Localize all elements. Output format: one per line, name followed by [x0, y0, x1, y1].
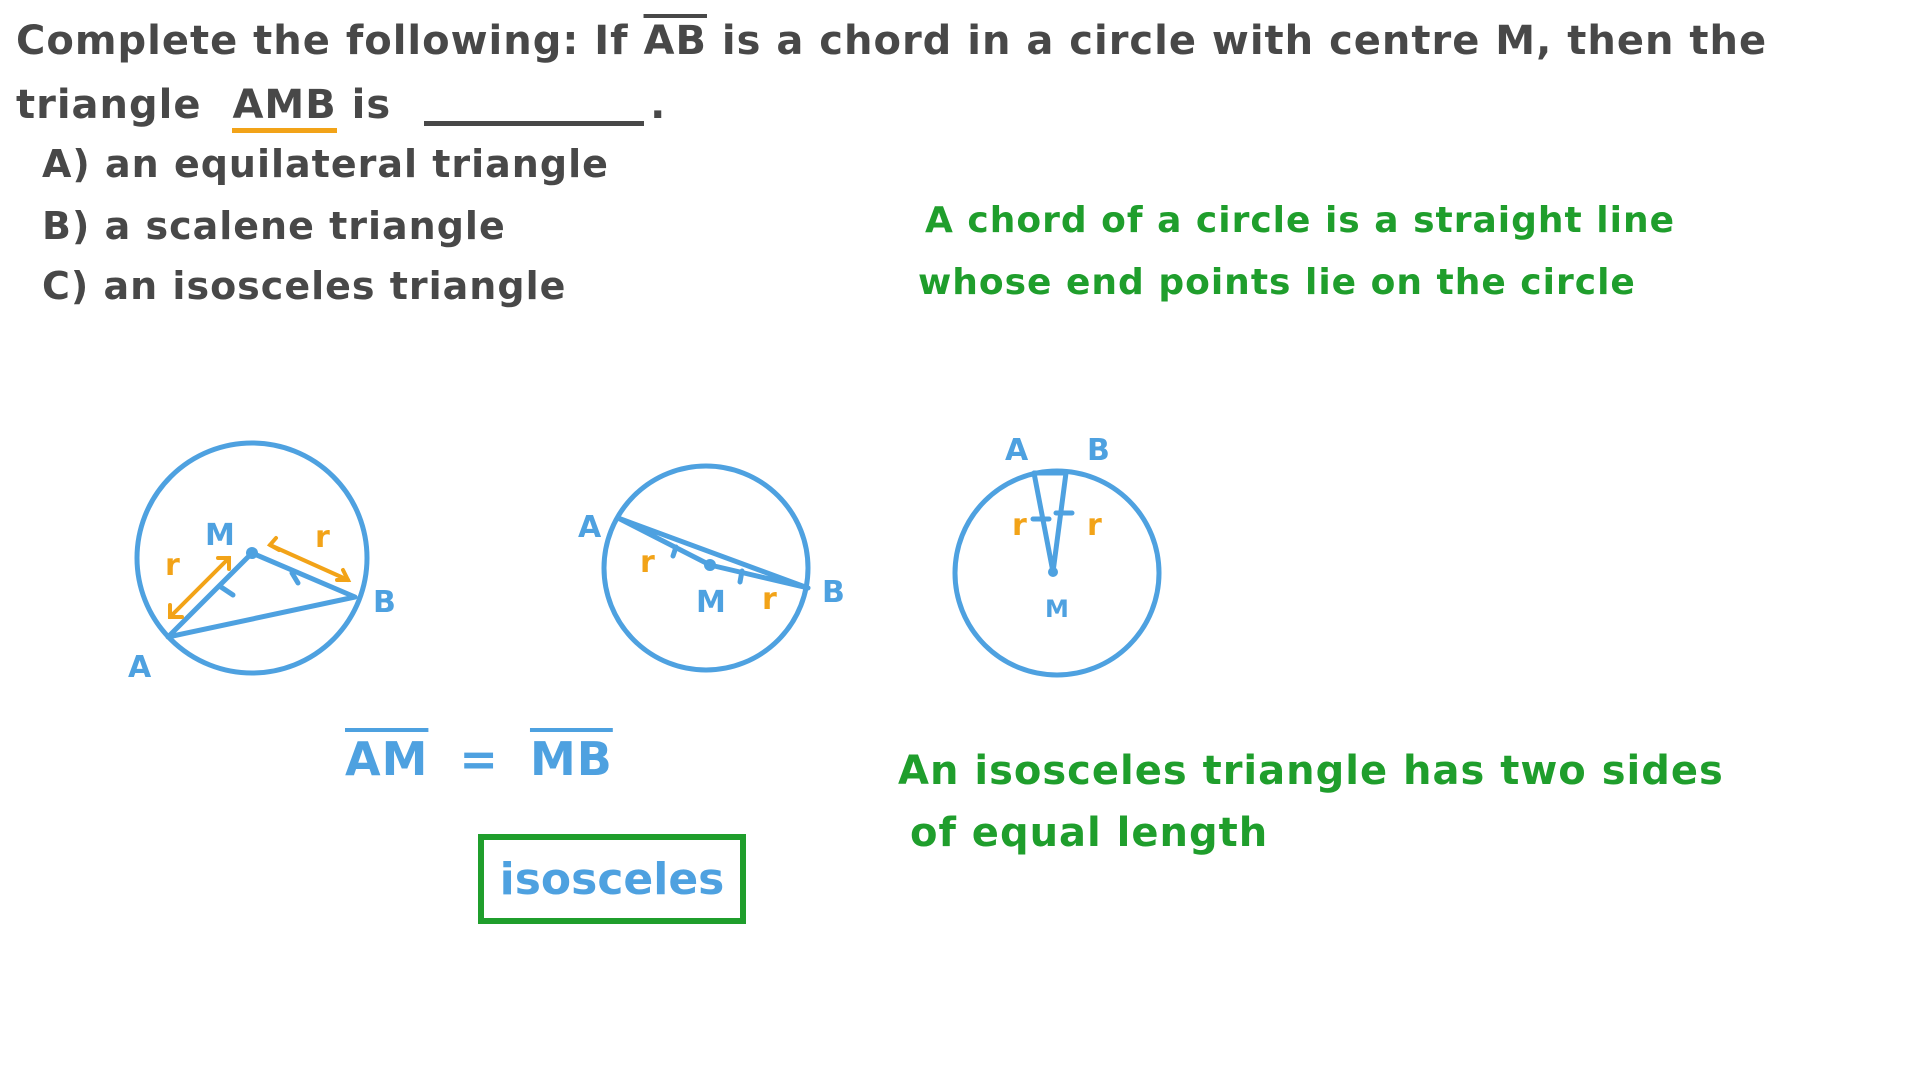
circle2-label-r2: r — [762, 582, 778, 617]
triangle-amb: AMB — [232, 82, 337, 133]
option-b-label: B) — [42, 204, 91, 248]
triangle-3 — [1031, 470, 1069, 575]
answer-box: isosceles — [478, 834, 746, 924]
option-a-label: A) — [42, 142, 91, 186]
option-c: C) an isosceles triangle — [42, 264, 566, 308]
circle-1 — [134, 440, 370, 676]
option-c-text: an isosceles triangle — [103, 264, 567, 308]
circle2-label-m: M — [696, 585, 727, 620]
circle3-label-a: A — [1005, 433, 1030, 468]
circle1-label-r2: r — [315, 520, 331, 555]
chord-definition-line-2: whose end points lie on the circle — [918, 262, 1636, 303]
circle3-label-m: M — [1045, 595, 1070, 623]
segment-am: AM — [345, 732, 429, 786]
circle2-label-a: A — [578, 510, 603, 545]
circle3-label-r2: r — [1087, 508, 1103, 543]
equals-sign: = — [459, 732, 499, 786]
triangle-2 — [615, 515, 811, 591]
option-b-text: a scalene triangle — [104, 204, 506, 248]
option-c-label: C) — [42, 264, 90, 308]
option-a: A) an equilateral triangle — [42, 142, 609, 186]
circle1-label-r1: r — [165, 548, 181, 583]
circle1-label-b: B — [373, 585, 397, 620]
question-line2-suffix: is — [351, 82, 392, 128]
isosceles-definition-line-2: of equal length — [910, 810, 1269, 856]
equation: AM = MB — [345, 732, 613, 786]
chord-definition-line-1: A chord of a circle is a straight line — [925, 200, 1675, 241]
question-line2-prefix: triangle — [16, 82, 202, 128]
circle1-label-a: A — [128, 650, 153, 685]
period: . — [650, 82, 667, 128]
circle2-label-r1: r — [640, 545, 656, 580]
question-suffix: is a chord in a circle with centre M, th… — [721, 18, 1768, 64]
segment-mb: MB — [529, 732, 613, 786]
question-prefix: Complete the following: If — [16, 18, 629, 64]
question-line-2: triangle AMB is . — [16, 82, 667, 133]
circle-2 — [601, 463, 811, 673]
circle1-label-m: M — [205, 518, 236, 553]
answer-text: isosceles — [499, 853, 725, 905]
option-b: B) a scalene triangle — [42, 204, 506, 248]
isosceles-definition-line-1: An isosceles triangle has two sides — [898, 748, 1724, 794]
circle3-label-b: B — [1087, 433, 1111, 468]
triangle-1 — [165, 550, 358, 640]
circle3-label-r1: r — [1012, 508, 1028, 543]
chord-ab: AB — [643, 18, 707, 64]
circle2-label-b: B — [822, 575, 846, 610]
option-a-text: an equilateral triangle — [105, 142, 609, 186]
question-line-1: Complete the following: If AB is a chord… — [16, 18, 1767, 64]
answer-blank — [424, 121, 645, 126]
